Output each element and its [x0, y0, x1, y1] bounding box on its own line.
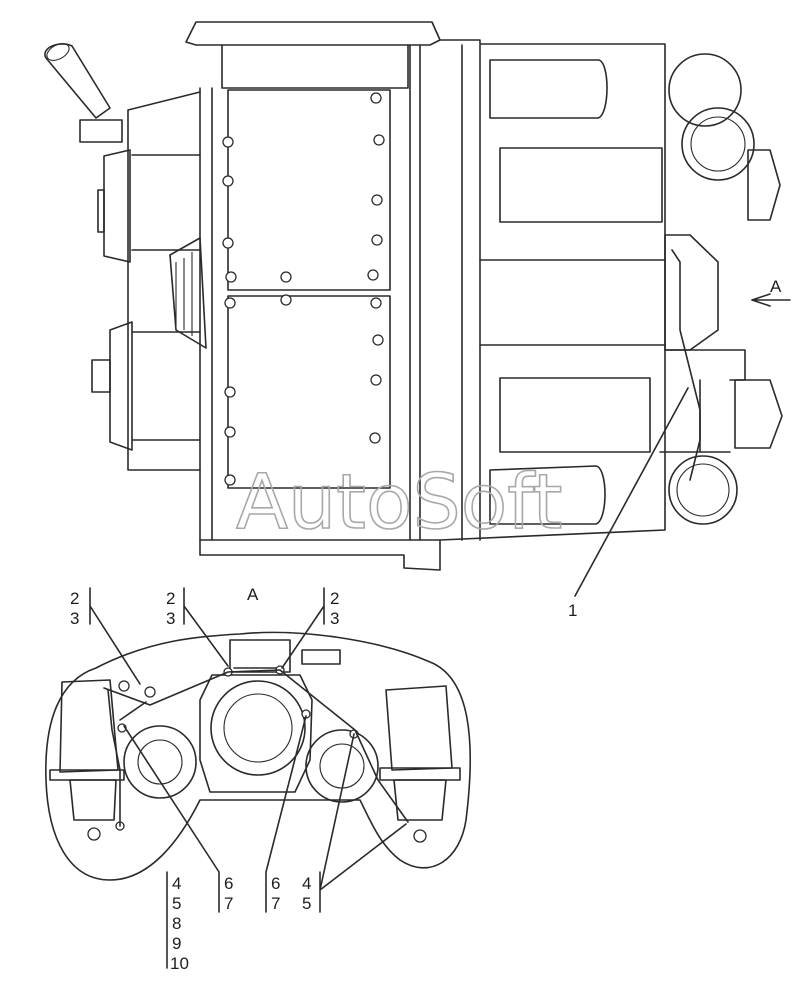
callout-6: 6: [271, 874, 280, 893]
callout-7: 7: [271, 894, 280, 913]
callout-10: 10: [170, 954, 189, 973]
callout-2: 2: [70, 589, 79, 608]
callout-5: 5: [302, 894, 311, 913]
callout-5: 5: [172, 894, 181, 913]
callout-9: 9: [172, 934, 181, 953]
view-arrow-label: A: [770, 277, 782, 296]
callout-2: 2: [166, 589, 175, 608]
watermark: AutoSoft: [236, 457, 562, 546]
callout-4: 4: [302, 874, 311, 893]
callout-6: 6: [224, 874, 233, 893]
cover-bolts: [222, 92, 385, 486]
callout-3: 3: [70, 609, 79, 628]
callout-2: 2: [330, 589, 339, 608]
callout-7: 7: [224, 894, 233, 913]
view-a-title: A: [247, 585, 259, 604]
callout-3: 3: [330, 609, 339, 628]
callout-1: 1: [568, 601, 577, 620]
view-a-drawing: 2 3 2 3 2 3 4 5 8 9 10 6 7 6 7 4 5: [45, 587, 472, 973]
callout-3: 3: [166, 609, 175, 628]
callout-4: 4: [172, 874, 181, 893]
callout-8: 8: [172, 914, 181, 933]
engine-top-view: A 1: [44, 21, 791, 620]
